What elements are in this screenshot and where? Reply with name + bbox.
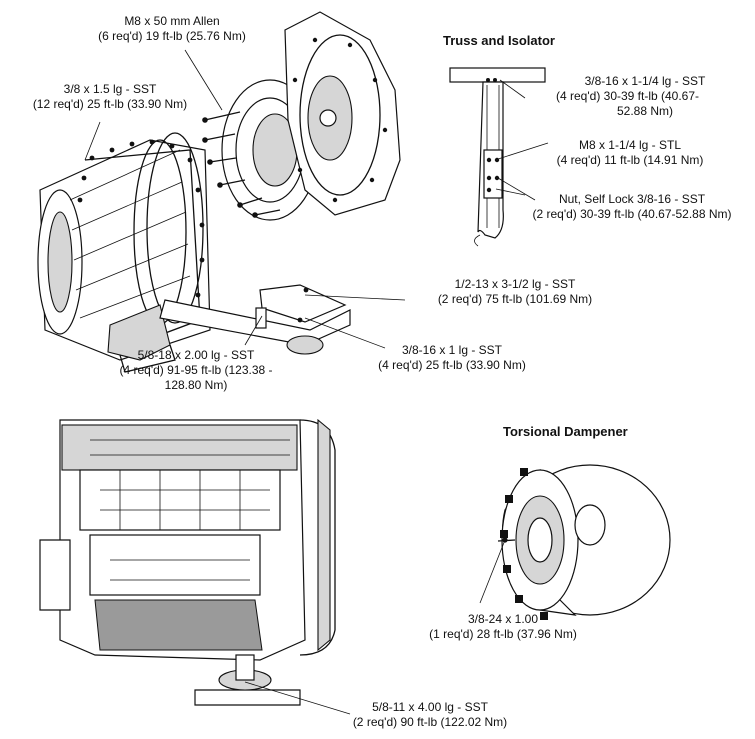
truss-isolator-title: Truss and Isolator (443, 33, 555, 48)
callout-truss-m8-bolt-spec: M8 x 1-1/4 lg - STL (578, 138, 682, 152)
callout-m8-50-allen-spec: M8 x 50 mm Allen (124, 14, 220, 28)
callout-3-8-1-5-sst: 3/8 x 1.5 lg - SST (12 req'd) 25 ft-lb (… (6, 82, 214, 112)
torsional-dampener (497, 464, 671, 620)
callout-3-8-16-sst: 3/8-16 x 1 lg - SST (4 req'd) 25 ft-lb (… (352, 343, 552, 373)
generator-housing (37, 132, 211, 373)
callout-truss-m8-bolt-torque: (4 req'd) 11 ft-lb (14.91 Nm) (556, 153, 704, 167)
callout-truss-self-lock-nut: Nut, Self Lock 3/8-16 - SST (2 req'd) 30… (512, 192, 752, 222)
callout-3-8-1-5-sst-spec: 3/8 x 1.5 lg - SST (63, 82, 157, 96)
callout-1-2-13-sst-torque: (2 req'd) 75 ft-lb (101.69 Nm) (437, 292, 593, 306)
callout-5-8-18-sst: 5/8-18 x 2.00 lg - SST (4 req'd) 91-95 f… (96, 348, 296, 393)
callout-5-8-18-sst-spec: 5/8-18 x 2.00 lg - SST (137, 348, 255, 362)
callout-5-8-11-sst: 5/8-11 x 4.00 lg - SST (2 req'd) 90 ft-l… (330, 700, 530, 730)
callout-3-8-16-sst-spec: 3/8-16 x 1 lg - SST (401, 343, 503, 357)
leader-lines (84, 49, 549, 715)
callout-5-8-11-sst-spec: 5/8-11 x 4.00 lg - SST (372, 700, 488, 714)
callout-5-8-11-sst-torque: (2 req'd) 90 ft-lb (122.02 Nm) (352, 715, 508, 729)
callout-1-2-13-sst: 1/2-13 x 3-1/2 lg - SST (2 req'd) 75 ft-… (405, 277, 625, 307)
truss-detail (449, 67, 546, 247)
callout-truss-3-8-16-bolt: 3/8-16 x 1-1/4 lg - SST (4 req'd) 30-39 … (540, 74, 750, 119)
callout-damper-3-8-24: 3/8-24 x 1.00 (1 req'd) 28 ft-lb (37.96 … (408, 612, 598, 642)
callout-5-8-18-sst-torque-cont: 128.80 Nm) (164, 378, 228, 392)
callout-damper-3-8-24-torque: (1 req'd) 28 ft-lb (37.96 Nm) (429, 627, 577, 641)
callout-truss-3-8-16-bolt-spec: 3/8-16 x 1-1/4 lg - SST (584, 74, 706, 88)
callout-truss-self-lock-nut-spec: Nut, Self Lock 3/8-16 - SST (558, 192, 706, 206)
callout-truss-3-8-16-bolt-torque-cont: 52.88 Nm) (616, 104, 674, 118)
callout-truss-m8-bolt: M8 x 1-1/4 lg - STL (4 req'd) 11 ft-lb (… (525, 138, 735, 168)
callout-3-8-1-5-sst-torque: (12 req'd) 25 ft-lb (33.90 Nm) (32, 97, 188, 111)
callout-damper-3-8-24-spec: 3/8-24 x 1.00 (467, 612, 539, 626)
callout-5-8-18-sst-torque: (4 req'd) 91-95 ft-lb (123.38 - (119, 363, 273, 377)
flywheel-housing (284, 11, 401, 216)
callout-m8-50-allen-torque: (6 req'd) 19 ft-lb (25.76 Nm) (98, 29, 246, 43)
callout-truss-3-8-16-bolt-torque: (4 req'd) 30-39 ft-lb (40.67- (556, 89, 700, 103)
torsional-dampener-title: Torsional Dampener (503, 424, 628, 439)
callout-truss-self-lock-nut-torque: (2 req'd) 30-39 ft-lb (40.67-52.88 Nm) (532, 207, 732, 221)
engine-block (39, 418, 336, 706)
callout-3-8-16-sst-torque: (4 req'd) 25 ft-lb (33.90 Nm) (378, 358, 526, 372)
callout-1-2-13-sst-spec: 1/2-13 x 3-1/2 lg - SST (454, 277, 576, 291)
callout-m8-50-allen: M8 x 50 mm Allen (6 req'd) 19 ft-lb (25.… (62, 14, 282, 44)
base-frame (159, 284, 351, 355)
